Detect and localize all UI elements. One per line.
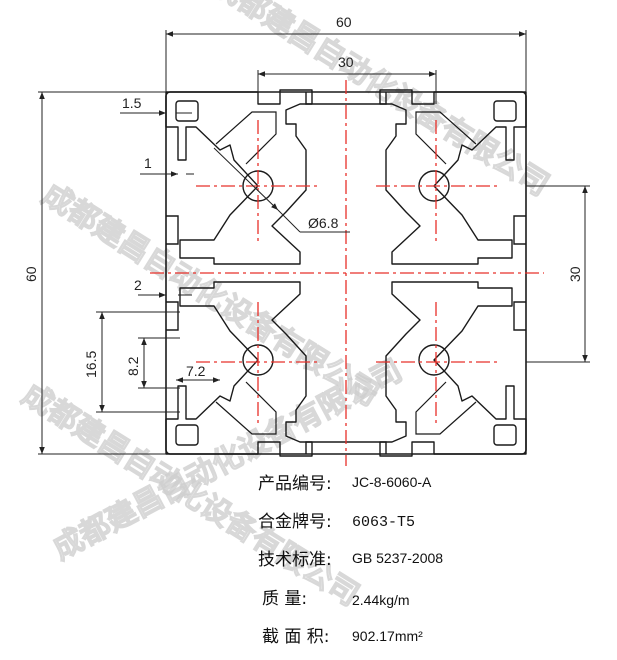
spec-value-standard: GB 5237-2008 [352, 550, 443, 566]
dim-lip-2: 2 [134, 277, 142, 293]
spec-label-area: 截 面 积: [262, 627, 330, 647]
dim-width-60: 60 [336, 14, 352, 30]
spec-value-product-code: JC-8-6060-A [352, 474, 432, 490]
dim-height-60: 60 [23, 266, 39, 282]
dim-slot-30: 30 [338, 54, 354, 70]
spec-label-product-code: 产品编号: [258, 474, 332, 494]
spec-label-standard: 技术标准: [258, 550, 332, 570]
dim-wall-1-5: 1.5 [122, 95, 142, 111]
spec-value-weight: 2.44kg/m [352, 592, 410, 608]
dim-inner-7-2: 7.2 [186, 363, 206, 379]
spec-value-area: 902.17mm² [352, 628, 423, 644]
spec-value-alloy: 6063-T5 [352, 514, 415, 531]
dim-inner-8-2: 8.2 [125, 356, 141, 376]
dim-pitch-30: 30 [567, 266, 583, 282]
spec-list: 产品编号: JC-8-6060-A 合金牌号: 6063-T5 技术标准: GB… [258, 474, 443, 647]
dim-depth-16-5: 16.5 [83, 351, 99, 378]
spec-label-alloy: 合金牌号: [258, 512, 332, 532]
dim-gap-1: 1 [144, 155, 152, 171]
center-lines [150, 80, 544, 466]
spec-label-weight: 质 量: [262, 589, 307, 609]
dimension-lines [38, 30, 590, 455]
dim-hole-diameter: Ø6.8 [308, 215, 339, 231]
dimension-labels: 60 30 1.5 1 Ø6.8 60 30 2 16.5 8.2 7.2 [23, 14, 583, 379]
